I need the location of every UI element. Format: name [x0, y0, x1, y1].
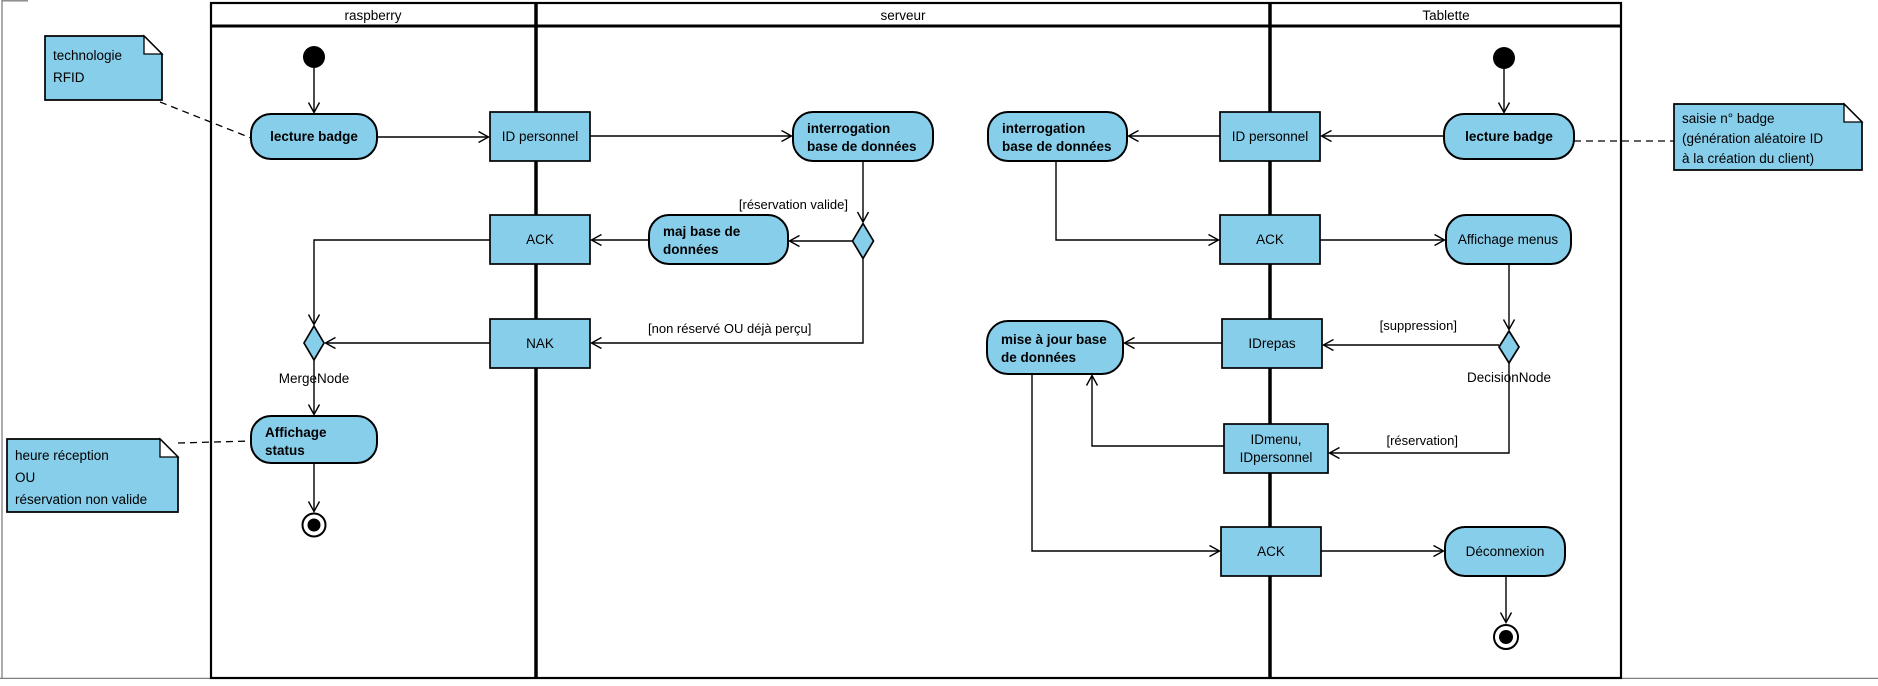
- object-node-ack-raspberry[interactable]: [489, 214, 591, 265]
- activity-interrogation-bdd-1-line1: interrogation: [807, 121, 890, 136]
- guard-reservation: [réservation]: [1386, 433, 1458, 448]
- activity-lecture-badge-tablette-label: lecture badge: [1465, 129, 1553, 144]
- final-node-raspberry-inner: [307, 518, 321, 532]
- object-node-nak-raspberry-label: NAK: [526, 336, 554, 351]
- lane-header-serveur[interactable]: serveur: [880, 8, 926, 23]
- final-node-tablette-inner: [1499, 630, 1513, 644]
- note-heure-reception-line3: réservation non valide: [15, 492, 147, 507]
- activity-lecture-badge-raspberry[interactable]: [250, 113, 378, 160]
- note-technologie-rfid-shape: [44, 35, 163, 101]
- activity-mise-a-jour-bdd[interactable]: [986, 320, 1124, 375]
- object-node-idrepas-label: IDrepas: [1248, 336, 1296, 351]
- edge-idmenu-to-mise-a-jour: [1085, 374, 1224, 447]
- note-link-rfid: [159, 101, 252, 139]
- activity-deconnexion-label: Déconnexion: [1466, 544, 1545, 559]
- object-node-idmenu-idpersonnel-line2: IDpersonnel: [1240, 450, 1313, 465]
- guard-reservation-valide: [réservation valide]: [739, 197, 848, 212]
- activity-interrogation-bdd-2-line1: interrogation: [1002, 121, 1085, 136]
- edge-interrogation2-to-ack-tablette: [1055, 161, 1220, 247]
- edge-ack-to-merge-node: [307, 239, 490, 326]
- activity-deconnexion[interactable]: [1444, 526, 1566, 577]
- note-saisie-badge-fold: [1843, 102, 1864, 123]
- lane-header-raspberry[interactable]: raspberry: [344, 8, 401, 23]
- edges: [159, 68, 1674, 624]
- note-heure-reception-line2: OU: [15, 470, 35, 485]
- activity-affichage-status-line1: Affichage: [265, 425, 327, 440]
- activity-interrogation-bdd-1[interactable]: [792, 111, 934, 162]
- note-link-heure-reception: [177, 440, 252, 444]
- final-node-tablette[interactable]: [1493, 624, 1519, 650]
- note-heure-reception-shape: [6, 438, 179, 513]
- object-node-nak-raspberry[interactable]: [489, 318, 591, 369]
- object-node-id-personnel-tablette[interactable]: [1219, 111, 1321, 162]
- decision-node-tablette-diamond[interactable]: [1497, 329, 1521, 365]
- edge-decision-to-idmenu: [1328, 363, 1510, 460]
- activity-interrogation-bdd-1-line2: base de données: [807, 139, 917, 154]
- note-technologie-rfid-fold: [143, 34, 164, 55]
- activity-maj-bdd[interactable]: [648, 214, 789, 265]
- note-heure-reception[interactable]: heure réception OU réservation non valid…: [6, 437, 180, 513]
- object-node-idmenu-idpersonnel[interactable]: [1223, 423, 1329, 474]
- activity-lecture-badge-raspberry-label: lecture badge: [270, 129, 358, 144]
- activity-affichage-menus[interactable]: [1445, 214, 1572, 265]
- lane-header-tablette[interactable]: Tablette: [1422, 8, 1469, 23]
- edge-labels: [réservation valide] [non réservé OU déj…: [279, 197, 1551, 448]
- decision-node-label: DecisionNode: [1467, 370, 1551, 385]
- lane-tablette-nodes: lecture badge ID personnel ACK Affichage…: [1219, 111, 1575, 577]
- note-saisie-badge-line2: (génération aléatoire ID: [1682, 131, 1823, 146]
- object-node-id-personnel-raspberry[interactable]: [489, 111, 591, 162]
- activity-interrogation-bdd-2-line2: base de données: [1002, 139, 1112, 154]
- activity-mise-a-jour-bdd-line1: mise à jour base: [1001, 332, 1107, 347]
- note-heure-reception-fold: [159, 437, 180, 458]
- activity-affichage-menus-label: Affichage menus: [1458, 232, 1559, 247]
- control-nodes: [301, 46, 1521, 650]
- activity-interrogation-bdd-2[interactable]: [987, 111, 1128, 162]
- decision-node-serveur-diamond[interactable]: [851, 221, 875, 261]
- merge-node-label: MergeNode: [279, 371, 350, 386]
- initial-node-raspberry[interactable]: [303, 46, 325, 68]
- lane-raspberry-nodes: lecture badge ID personnel ACK NAK Affic…: [250, 111, 591, 464]
- note-heure-reception-line1: heure réception: [15, 448, 109, 463]
- activity-affichage-status-line2: status: [265, 443, 305, 458]
- notes: technologie RFID saisie n° badge (généra…: [6, 34, 1864, 513]
- activity-mise-a-jour-bdd-line2: de données: [1001, 350, 1076, 365]
- object-node-ack-tablette-haut-label: ACK: [1256, 232, 1284, 247]
- object-node-id-personnel-tablette-label: ID personnel: [1232, 129, 1309, 144]
- final-node-raspberry[interactable]: [301, 512, 327, 538]
- note-technologie-rfid-line2: RFID: [53, 70, 85, 85]
- activity-maj-bdd-line1: maj base de: [663, 224, 741, 239]
- swimlane-outer-frame: [209, 1, 1623, 680]
- object-node-ack-raspberry-label: ACK: [526, 232, 554, 247]
- merge-node-diamond[interactable]: [303, 324, 325, 362]
- swimlane-frame: raspberry serveur Tablette: [209, 1, 1623, 680]
- edge-decision-to-nak: [590, 259, 864, 350]
- note-technologie-rfid[interactable]: technologie RFID: [44, 34, 164, 101]
- note-saisie-badge-line3: à la création du client): [1682, 151, 1814, 166]
- edge-mise-a-jour-to-ack-bas: [1031, 374, 1221, 558]
- object-node-ack-tablette-bas-label: ACK: [1257, 544, 1285, 559]
- lane-serveur-nodes: interrogation base de données maj base d…: [648, 111, 1128, 375]
- note-saisie-badge[interactable]: saisie n° badge (génération aléatoire ID…: [1673, 102, 1864, 171]
- object-node-ack-tablette-bas[interactable]: [1220, 526, 1322, 577]
- note-saisie-badge-shape: [1673, 103, 1863, 171]
- activity-affichage-status[interactable]: [250, 415, 378, 464]
- activity-lecture-badge-tablette[interactable]: [1443, 113, 1575, 160]
- activity-maj-bdd-line2: données: [663, 242, 719, 257]
- initial-node-tablette[interactable]: [1493, 47, 1515, 69]
- object-node-id-personnel-raspberry-label: ID personnel: [502, 129, 579, 144]
- object-node-idrepas[interactable]: [1221, 318, 1323, 369]
- guard-non-reserve-ou-deja-percu: [non réservé OU déjà perçu]: [648, 321, 811, 336]
- note-technologie-rfid-line1: technologie: [53, 48, 122, 63]
- object-node-ack-tablette-haut[interactable]: [1219, 214, 1321, 265]
- note-saisie-badge-line1: saisie n° badge: [1682, 111, 1774, 126]
- guard-suppression: [suppression]: [1380, 318, 1457, 333]
- object-node-idmenu-idpersonnel-line1: IDmenu,: [1250, 432, 1301, 447]
